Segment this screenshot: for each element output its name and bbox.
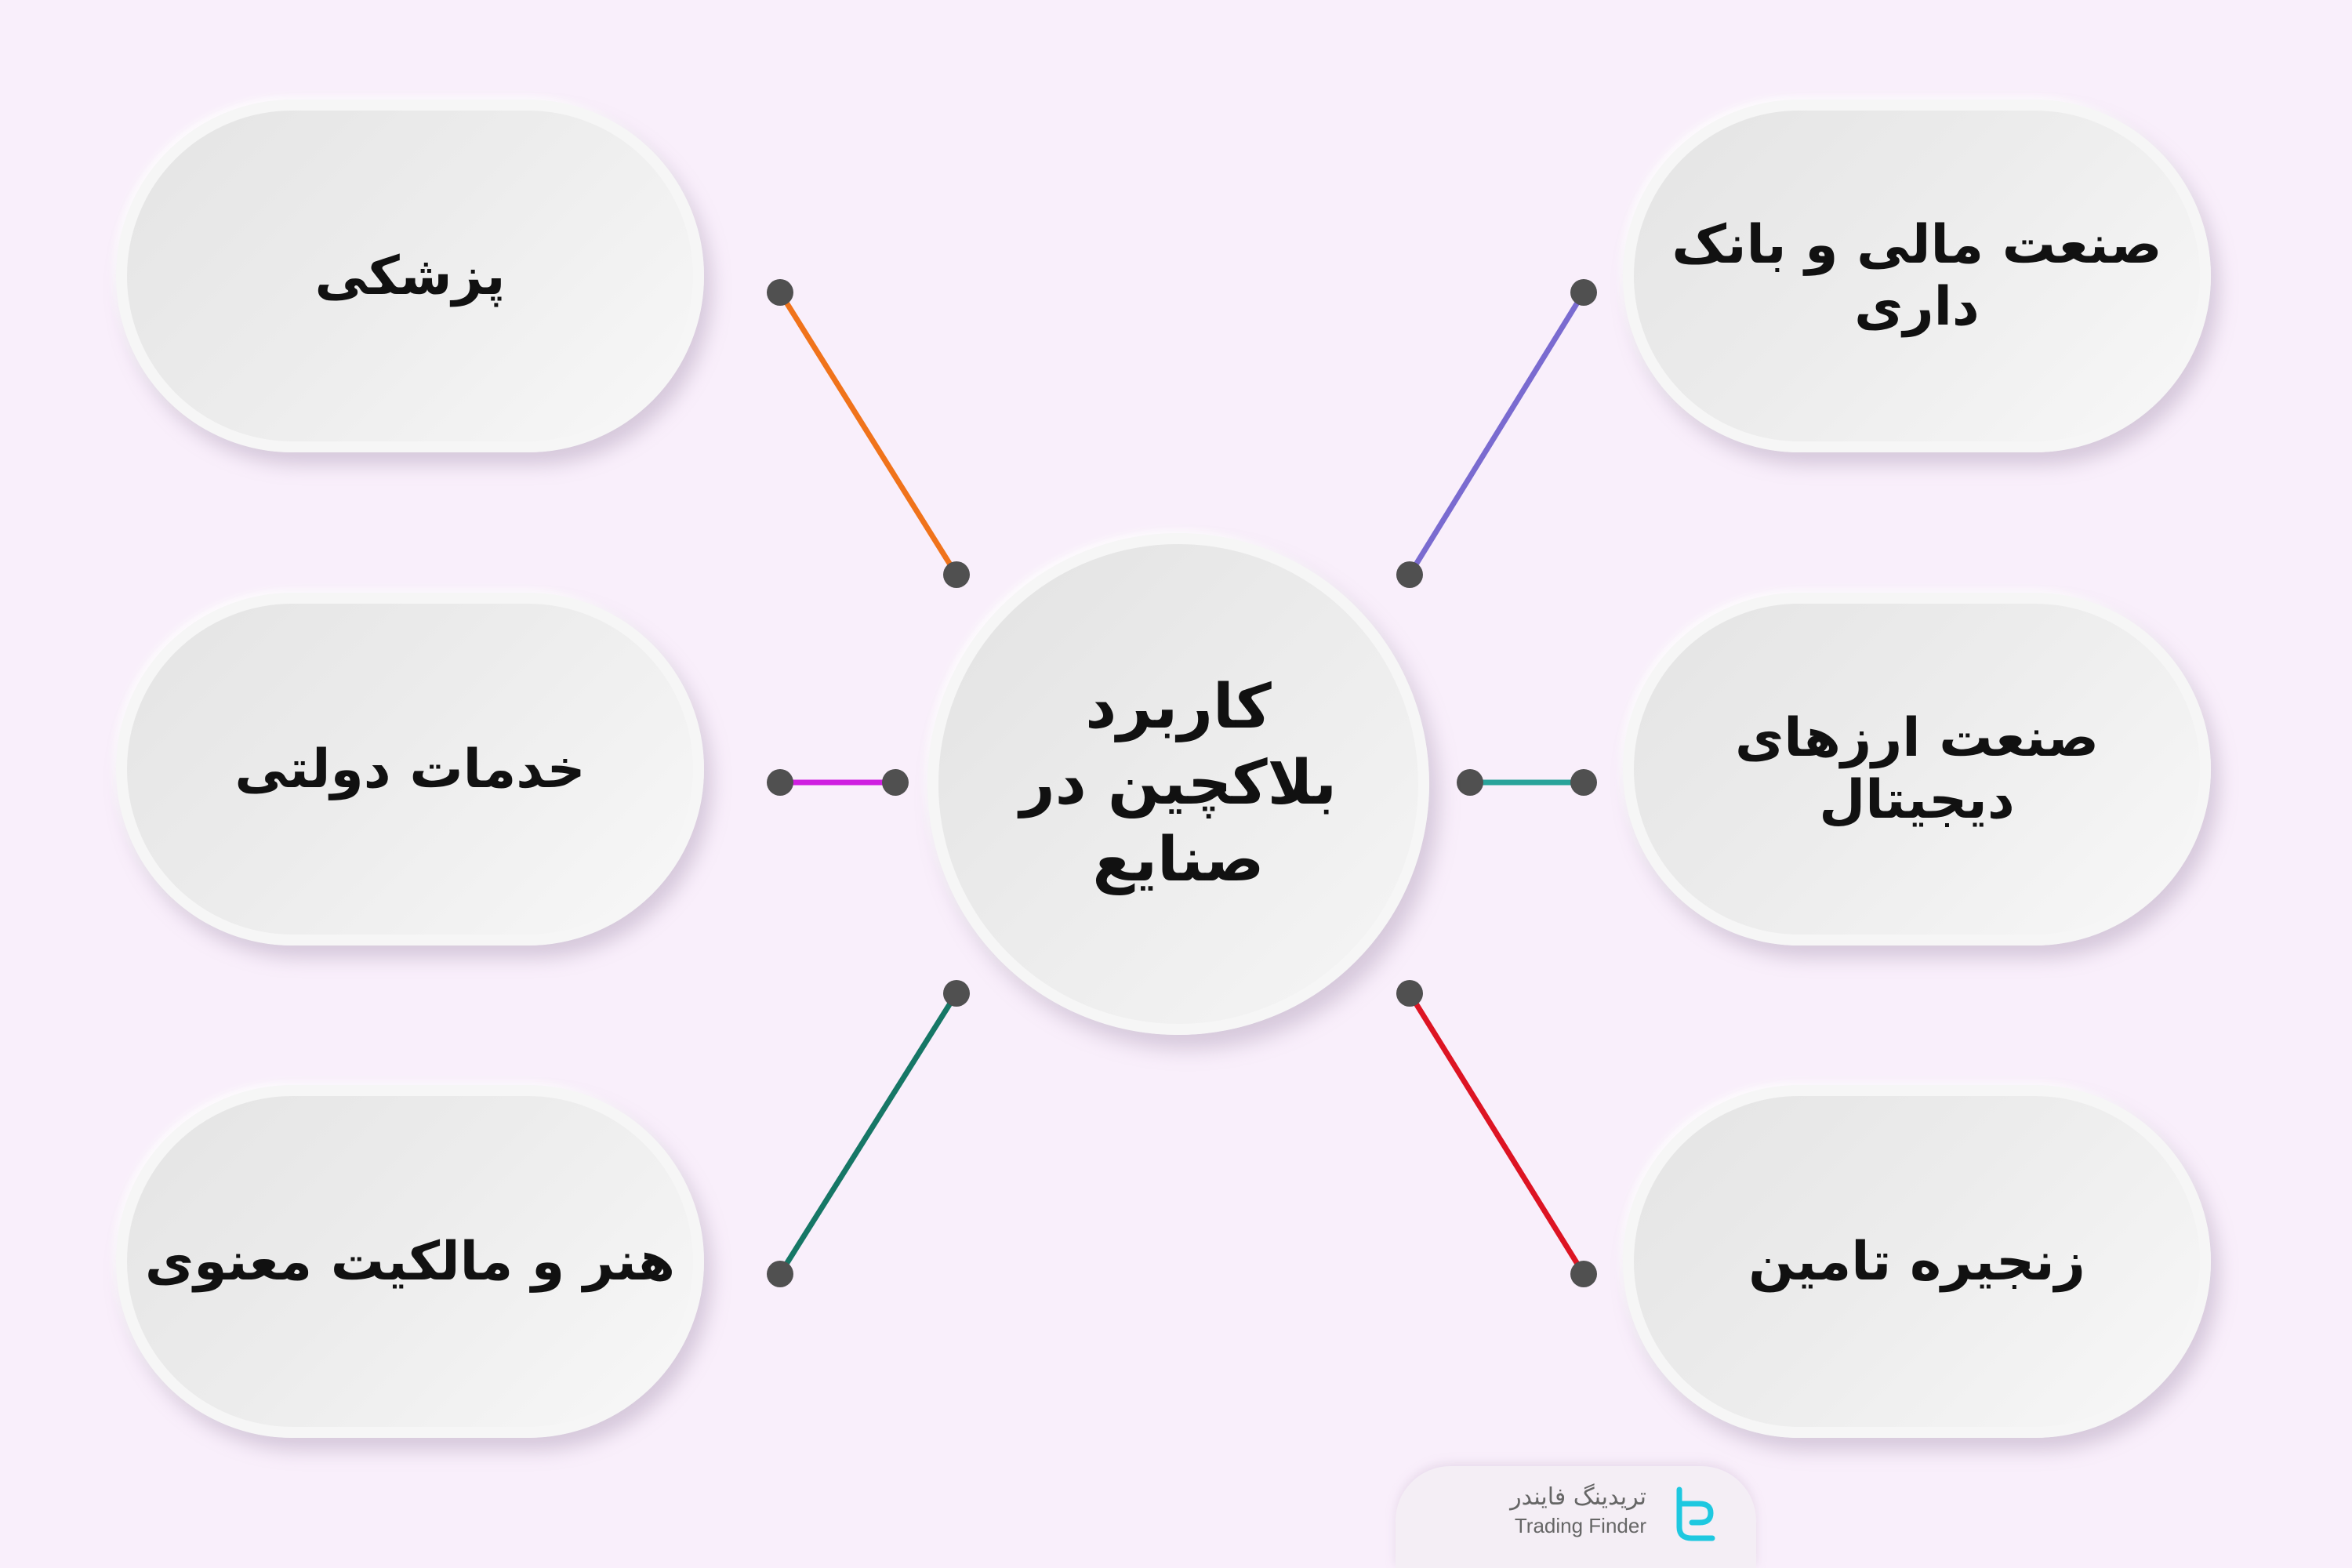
branch-label: پزشکی	[314, 245, 506, 307]
branch-label: هنر و مالکیت معنوی	[144, 1230, 676, 1293]
connector-supply	[1407, 992, 1586, 1276]
branch-label: خدمات دولتی	[234, 738, 586, 800]
connector-art	[778, 992, 959, 1276]
node-dot	[1457, 769, 1483, 796]
branch-finance-banking: صنعت مالی و بانک داری	[1623, 100, 2211, 452]
branch-digital-currency: صنعت ارزهای دیجیتال	[1623, 593, 2211, 946]
branch-label: زنجیره تامین	[1748, 1230, 2085, 1293]
connector-finance	[1407, 291, 1586, 576]
node-dot	[767, 279, 793, 306]
connector-medicine	[778, 291, 959, 576]
node-dot	[1570, 1261, 1597, 1287]
node-dot	[1570, 279, 1597, 306]
branch-government-services: خدمات دولتی	[116, 593, 704, 946]
node-dot	[1396, 561, 1423, 588]
central-topic: کاربرد بلاکچین در صنایع	[927, 533, 1429, 1035]
branch-art-ip: هنر و مالکیت معنوی	[116, 1085, 704, 1438]
node-dot	[1570, 769, 1597, 796]
brand-name-en: Trading Finder	[1514, 1514, 1646, 1537]
branch-label: صنعت ارزهای دیجیتال	[1734, 707, 2100, 831]
brand-watermark: تریدینگ فایندر Trading Finder	[1396, 1466, 1756, 1568]
node-dot	[1396, 980, 1423, 1007]
central-title: کاربرد بلاکچین در صنایع	[1019, 671, 1338, 895]
node-dot	[943, 980, 970, 1007]
node-dot	[943, 561, 970, 588]
node-dot	[882, 769, 909, 796]
brand-name-fa: تریدینگ فایندر	[1510, 1483, 1646, 1511]
branch-supply-chain: زنجیره تامین	[1623, 1085, 2211, 1438]
brand-logo-icon	[1676, 1486, 1715, 1541]
branch-label: صنعت مالی و بانک داری	[1671, 214, 2162, 338]
branch-medicine: پزشکی	[116, 100, 704, 452]
node-dot	[767, 1261, 793, 1287]
node-dot	[767, 769, 793, 796]
